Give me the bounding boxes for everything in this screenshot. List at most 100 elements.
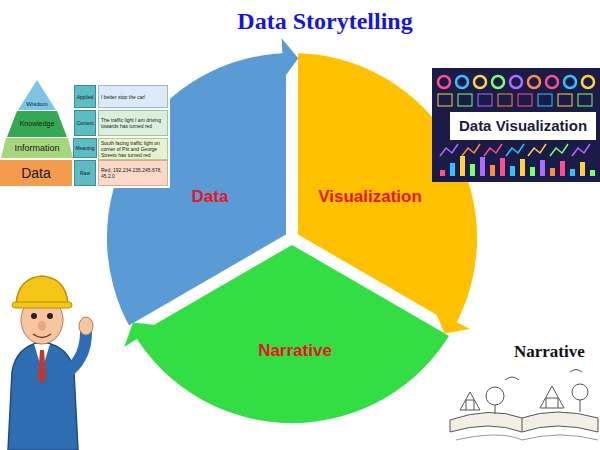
node-text: Raw [80,170,90,176]
pyramid-level: Wisdom [17,80,57,110]
dashboard-bar [520,159,525,176]
pyramid-level: Knowledge [6,111,68,137]
example-box: The traffic light I am driving towards h… [98,110,168,136]
node-text: Data [192,187,229,207]
arrow-tip [435,311,470,333]
node-text: Meaning [75,145,94,151]
pyramid-level: Information [0,138,74,158]
dashboard-bar [590,170,595,176]
node-text: Data [21,165,51,182]
dashboard-dial [492,76,504,88]
dashboard-bar [540,160,545,176]
dashboard-bar [580,162,585,176]
dashboard-bar [450,163,455,176]
node-text: I better stop the car! [101,94,145,100]
dashboard-dial [438,76,450,88]
level-tag: Context [74,110,96,136]
dashboard-dial [582,76,594,88]
dashboard-dial [528,76,540,88]
level-tag: Meaning [73,138,96,158]
engineer-suit [8,342,78,450]
dashboard-bar [470,164,475,176]
dashboard-tile [518,94,532,106]
dashboard-tile [438,94,452,106]
dashboard-tile [498,94,512,106]
dashboard-dial [564,76,576,88]
dashboard-tile [478,94,492,106]
dashboard-dial [546,76,558,88]
dashboard-bar [510,166,515,176]
node-text: South facing traffic light on corner of … [101,140,165,158]
dashboard-bar [460,156,465,176]
viz-dashboard [438,76,595,176]
pyramid-level: Data [0,160,72,186]
tree-sketch [580,400,581,412]
dashboard-dial [474,76,486,88]
book-sketch [450,370,598,441]
dashboard-line [484,144,502,156]
dashboard-bar [440,170,445,176]
example-box: South facing traffic light on corner of … [98,138,168,160]
level-tag: Raw [74,160,96,186]
open-book [450,412,598,432]
dashboard-line [506,144,524,156]
dashboard-bar [550,168,555,176]
viz-banner: Data Visualization [450,112,596,140]
dashboard-tile [538,94,552,106]
dashboard-dial [456,76,468,88]
node-text: The traffic light I am driving towards h… [101,117,165,129]
cycle-stage: Data [170,182,250,212]
tree-sketch [495,405,496,414]
dikw-card [0,78,170,188]
engineer-eye [47,313,53,319]
dashboard-bar [500,158,505,176]
pyramid-band-shape [18,80,56,110]
cycle-stage: Visualization [305,182,435,212]
diagram-title: Data Storytelling [175,8,475,35]
dashboard-bar [570,169,575,176]
node-text: Applied [77,94,94,100]
dashboard-line [550,144,568,156]
dashboard-bar [560,161,565,176]
engineer-nose [38,321,46,331]
node-text: Wisdom [26,101,48,108]
dashboard-tile [458,94,472,106]
node-text: Context [76,120,93,126]
book-spine [522,418,523,432]
engineer-eye [31,313,37,319]
arrow-tip [282,38,299,78]
illustration-label: Narrative [513,342,586,362]
dashboard-line [572,144,590,156]
house-sketch [460,392,480,410]
level-tag: Applied [74,85,96,108]
dashboard-tile [558,94,572,106]
node-text: Knowledge [20,120,55,128]
example-box: Red, 192.234.235.245.678, 45.2.0 [98,160,168,186]
node-text: Red, 192.234.235.245.678, 45.2.0 [101,167,165,179]
tree-sketch [572,384,588,400]
pyramid-band-shape [1,138,73,158]
node-text: Data Visualization [459,117,587,135]
segment-gap [292,238,475,344]
hard-hat-brim [12,302,72,308]
dashboard-tile [578,94,592,106]
engineer-hand [79,317,93,335]
engineer-arm [70,332,86,370]
example-box: I better stop the car! [98,85,168,108]
dashboard-bar [490,165,495,176]
dashboard-dial [510,76,522,88]
cycle-stage: Narrative [240,336,350,366]
dashboard-bar [480,157,485,176]
dashboard-line [528,144,546,156]
pyramid-band-shape [7,111,67,137]
engineer-mouth [33,334,51,338]
engineer-tie [38,350,46,384]
node-text: Visualization [318,187,422,207]
dashboard-line [440,144,458,156]
house-sketch [540,386,564,408]
engineer-figure [8,276,93,450]
dashboard-bar [530,167,535,176]
node-text: Narrative [258,341,332,361]
arrow-tip [124,323,158,348]
